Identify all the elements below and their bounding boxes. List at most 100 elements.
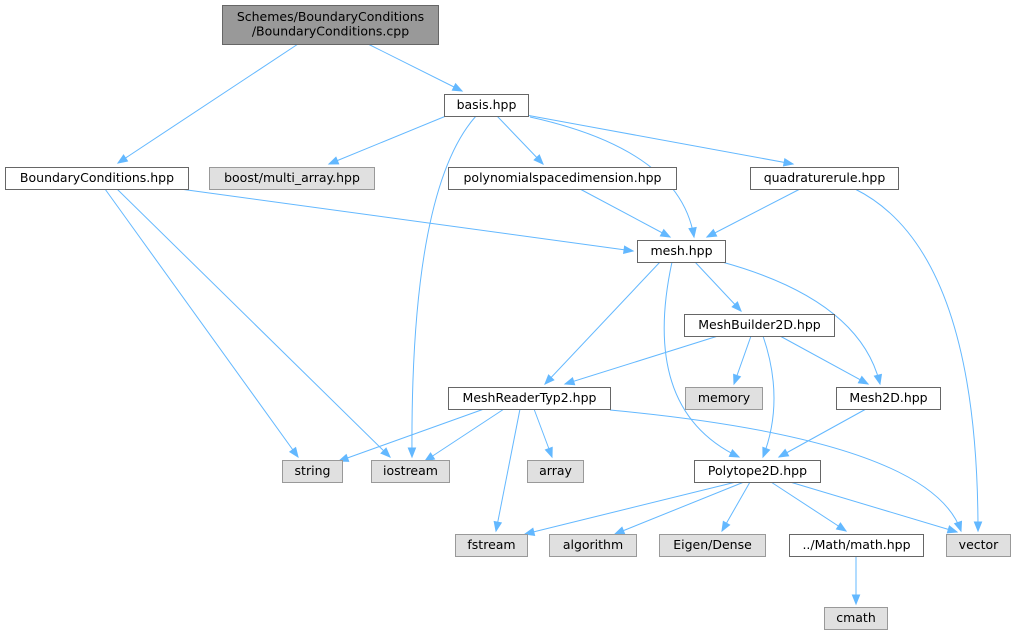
node-boost_ma[interactable]: boost/multi_array.hpp xyxy=(209,167,375,190)
edge-arrowhead xyxy=(116,154,129,164)
node-fstream[interactable]: fstream xyxy=(455,534,528,557)
edge-arrowhead xyxy=(423,452,436,462)
node-label: BoundaryConditions.hpp xyxy=(20,170,174,185)
edge-arrowhead xyxy=(493,520,503,533)
node-label: MeshBuilder2D.hpp xyxy=(698,317,821,332)
node-algorithm[interactable]: algorithm xyxy=(549,534,637,557)
edge-mesh2d-to-polytope xyxy=(777,408,867,458)
edge-arrowhead xyxy=(728,449,741,458)
edge-arrowhead xyxy=(380,447,391,458)
edge-line xyxy=(694,261,742,312)
edge-meshreader-to-array xyxy=(533,408,553,459)
edge-line xyxy=(770,481,847,532)
edge-line xyxy=(117,43,299,164)
nodes-layer: Schemes/BoundaryConditions/BoundaryCondi… xyxy=(5,5,1011,630)
edge-arrowhead xyxy=(946,525,959,534)
edge-polytope-to-eigen xyxy=(721,481,751,533)
edge-line xyxy=(411,115,477,458)
edge-polytope-to-fstream xyxy=(523,481,737,536)
node-iostream[interactable]: iostream xyxy=(371,460,450,483)
node-polydim[interactable]: polynomialspacedimension.hpp xyxy=(448,167,677,190)
node-cmath[interactable]: cmath xyxy=(824,607,888,630)
edge-arrowhead xyxy=(835,522,848,532)
edge-basis-to-boost_ma xyxy=(327,115,447,165)
edge-arrowhead xyxy=(337,453,350,462)
node-label: cmath xyxy=(836,610,876,625)
node-box xyxy=(5,167,189,190)
node-polytope[interactable]: Polytope2D.hpp xyxy=(694,460,821,483)
edge-line xyxy=(579,188,671,238)
node-basis[interactable]: basis.hpp xyxy=(444,94,529,117)
node-eigen[interactable]: Eigen/Dense xyxy=(659,534,766,557)
edge-line xyxy=(663,261,740,458)
edge-mesh-to-meshbuilder xyxy=(694,261,742,312)
node-label: /BoundaryConditions.cpp xyxy=(252,24,409,39)
node-label: polynomialspacedimension.hpp xyxy=(464,170,662,185)
edge-line xyxy=(179,188,634,252)
edge-arrowhead xyxy=(733,373,742,386)
node-label: boost/multi_array.hpp xyxy=(224,170,360,185)
edge-meshbuilder-to-memory xyxy=(733,335,752,386)
edge-basis-to-iostream xyxy=(407,115,477,459)
edge-meshbuilder-to-polytope xyxy=(762,335,775,459)
edge-arrowhead xyxy=(613,526,626,535)
node-box xyxy=(527,460,584,483)
edge-mesh-to-polytope xyxy=(663,261,741,458)
node-array[interactable]: array xyxy=(527,460,584,483)
node-box xyxy=(659,534,766,557)
edge-arrowhead xyxy=(288,446,299,459)
node-label: fstream xyxy=(467,537,515,552)
node-mesh2d[interactable]: Mesh2D.hpp xyxy=(836,387,941,410)
node-box xyxy=(282,460,343,483)
edge-basis-to-quadrule xyxy=(525,114,795,167)
node-bc_cpp[interactable]: Schemes/BoundaryConditions/BoundaryCondi… xyxy=(222,5,439,45)
edge-basis-to-polydim xyxy=(496,115,544,165)
node-label: quadraturerule.hpp xyxy=(764,170,886,185)
node-vector[interactable]: vector xyxy=(946,534,1011,557)
edge-arrowhead xyxy=(688,226,697,239)
node-box xyxy=(836,387,941,410)
edge-line xyxy=(104,188,299,458)
node-box xyxy=(455,534,528,557)
node-quadrule[interactable]: quadraturerule.hpp xyxy=(750,167,899,190)
node-bc_hpp[interactable]: BoundaryConditions.hpp xyxy=(5,167,189,190)
edge-arrowhead xyxy=(407,447,417,459)
edge-arrowhead xyxy=(533,154,544,165)
edge-arrowhead xyxy=(777,448,790,458)
edge-polydim-to-mesh xyxy=(579,188,672,238)
edge-line xyxy=(116,188,391,458)
node-meshbuilder[interactable]: MeshBuilder2D.hpp xyxy=(684,314,835,337)
edge-arrowhead xyxy=(659,228,672,238)
edge-mesh-to-mesh2d xyxy=(721,261,883,386)
node-label: Schemes/BoundaryConditions xyxy=(237,9,424,24)
node-label: Polytope2D.hpp xyxy=(708,463,807,478)
node-mathhpp[interactable]: ../Math/math.hpp xyxy=(789,534,924,557)
edge-arrowhead xyxy=(523,527,536,536)
node-box xyxy=(637,240,726,263)
edge-arrowhead xyxy=(873,373,883,386)
edge-arrowhead xyxy=(544,446,553,459)
node-mesh[interactable]: mesh.hpp xyxy=(637,240,726,263)
edge-line xyxy=(524,481,737,535)
edge-arrowhead xyxy=(622,245,635,255)
edge-polytope-to-algorithm xyxy=(613,481,745,535)
node-box xyxy=(694,460,821,483)
edge-bc_hpp-to-string xyxy=(104,188,299,459)
edge-arrowhead xyxy=(782,158,795,167)
edge-arrowhead xyxy=(327,156,340,165)
edge-meshbuilder-to-mesh2d xyxy=(779,335,870,385)
edge-quadrule-to-vector xyxy=(854,188,983,533)
node-string[interactable]: string xyxy=(282,460,343,483)
node-label: ../Math/math.hpp xyxy=(802,537,910,552)
edge-arrowhead xyxy=(563,377,576,386)
node-box xyxy=(789,534,924,557)
edge-arrowhead xyxy=(762,446,771,459)
edge-line xyxy=(544,261,661,385)
edge-line xyxy=(495,408,521,532)
node-meshreader[interactable]: MeshReaderTyp2.hpp xyxy=(448,387,611,410)
edge-meshreader-to-iostream xyxy=(423,408,505,462)
node-box xyxy=(549,534,637,557)
node-memory[interactable]: memory xyxy=(685,387,763,410)
edge-polytope-to-vector xyxy=(789,481,959,534)
